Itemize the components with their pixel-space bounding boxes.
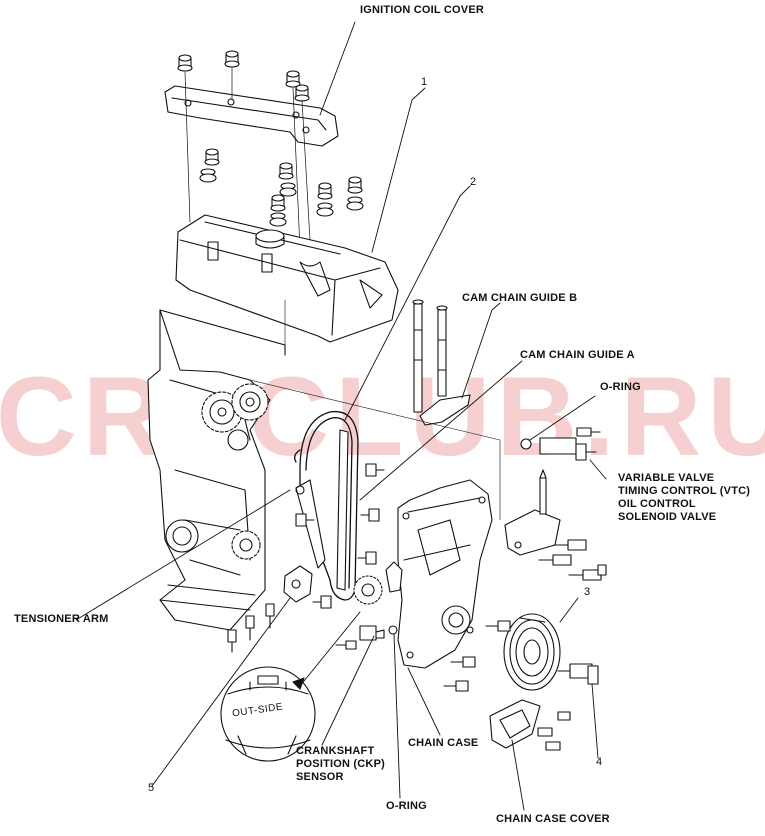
chain-case-cover-part (489, 699, 571, 751)
label-ignition-coil-cover: IGNITION COIL COVER (360, 4, 484, 16)
label-ckp-line1: CRANKSHAFT (296, 745, 375, 757)
sprocket-outside-mark-detail (220, 666, 316, 762)
label-chain-case-cover: CHAIN CASE COVER (496, 813, 610, 825)
label-vtc-line2: TIMING CONTROL (VTC) (618, 485, 751, 497)
crankshaft-pulley-bolt (557, 663, 599, 685)
label-tensioner-arm: TENSIONER ARM (14, 613, 109, 625)
callout-3: 3 (584, 586, 591, 598)
watermark-text: CRVCLUB.RU (0, 354, 765, 479)
chain-case-gasket (385, 561, 403, 593)
callout-2: 2 (470, 176, 477, 188)
label-vtc-solenoid: VARIABLE VALVE TIMING CONTROL (VTC) OIL … (618, 472, 750, 524)
cam-chain-guide-a (336, 429, 349, 591)
label-o-ring-top: O-RING (600, 381, 641, 393)
cover-cap-nuts (177, 50, 364, 227)
label-ckp-line3: SENSOR (296, 771, 344, 783)
label-ckp-line2: POSITION (CKP) (296, 758, 385, 770)
label-cam-chain-guide-b: CAM CHAIN GUIDE B (462, 292, 578, 304)
ckp-sensor-part (335, 625, 398, 650)
label-vtc-line1: VARIABLE VALVE (618, 472, 715, 484)
misc-bolts (227, 463, 385, 653)
chain-tensioner (283, 565, 313, 603)
callout-5: 5 (148, 782, 155, 794)
label-cam-chain-guide-a: CAM CHAIN GUIDE A (520, 349, 635, 361)
vtc-solenoid (520, 427, 601, 461)
engine-mount-bracket (504, 469, 607, 581)
crank-sprocket (353, 575, 383, 605)
label-vtc-line4: SOLENOID VALVE (618, 511, 717, 523)
ignition-coil-cover (164, 85, 339, 147)
lower-bolts (443, 620, 511, 692)
leader-lines (75, 21, 607, 811)
callout-4: 4 (596, 756, 603, 768)
label-o-ring-bottom: O-RING (386, 800, 427, 812)
label-chain-case: CHAIN CASE (408, 737, 479, 749)
alignment-lines (184, 67, 311, 251)
tensioner-arm-part (295, 479, 326, 569)
callout-1: 1 (421, 76, 428, 88)
crankshaft-pulley (503, 613, 561, 691)
crank-sprocket-on-block (231, 530, 261, 560)
cylinder-head-cover (175, 214, 399, 343)
outside-arrowhead (292, 677, 305, 690)
label-ckp-sensor: CRANKSHAFT POSITION (CKP) SENSOR (296, 745, 385, 784)
cam-chain-guide-b (412, 299, 471, 426)
cam-sprockets (201, 383, 269, 451)
label-vtc-line3: OIL CONTROL (618, 498, 696, 510)
chain-case-part (397, 479, 493, 669)
